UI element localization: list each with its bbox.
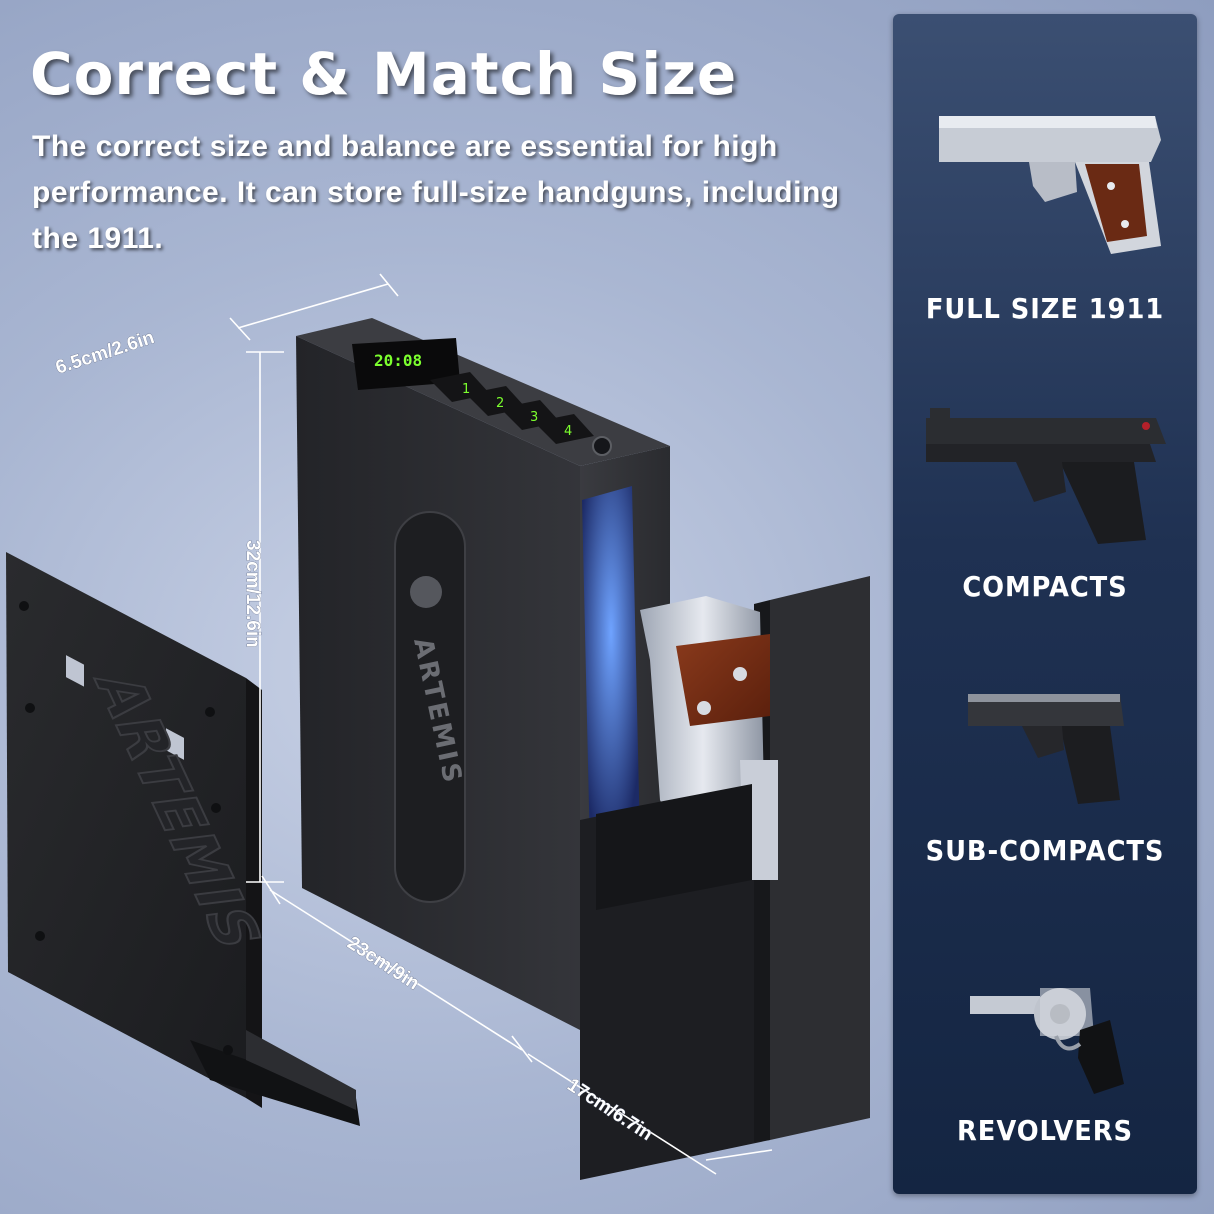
category-label-revolvers: REVOLVERS bbox=[957, 1114, 1133, 1147]
svg-text:3: 3 bbox=[530, 410, 538, 425]
svg-text:1: 1 bbox=[462, 382, 470, 397]
revolver-icon bbox=[970, 988, 1124, 1094]
page-title: Correct & Match Size bbox=[30, 40, 738, 108]
width-dimension: 6.5cm/2.6in bbox=[53, 327, 157, 379]
key-lock-icon[interactable] bbox=[592, 436, 612, 456]
display-time: 20:08 bbox=[374, 351, 422, 370]
dimension-lines bbox=[229, 273, 773, 1175]
brand-emblem-icon bbox=[410, 576, 442, 608]
category-compacts bbox=[893, 404, 1197, 550]
category-sub-compacts bbox=[893, 684, 1197, 808]
compatibility-panel: FULL SIZE 1911 COMPACTS SUB-COMPACTS bbox=[893, 14, 1197, 1194]
category-full-size bbox=[893, 106, 1197, 262]
open-drawer bbox=[580, 486, 870, 1180]
category-revolvers bbox=[893, 974, 1197, 1098]
height-dimension: 32cm/12.6in bbox=[242, 540, 263, 648]
lcd-display: 20:08 bbox=[352, 338, 460, 390]
category-label-compacts: COMPACTS bbox=[962, 570, 1128, 603]
category-label-full-size: FULL SIZE 1911 bbox=[925, 292, 1165, 325]
svg-text:2: 2 bbox=[496, 396, 504, 411]
keypad-key-4[interactable]: 4 bbox=[534, 414, 594, 444]
compact-pistol-icon bbox=[926, 408, 1166, 544]
sub-compact-pistol-icon bbox=[968, 694, 1124, 804]
product-illustration: ARTEMIS ARTEMIS 20:08 1 2 3 4 bbox=[6, 273, 870, 1180]
wall-mount-plate: ARTEMIS bbox=[6, 552, 360, 1126]
keypad[interactable]: 1 2 3 4 bbox=[430, 372, 612, 456]
page-subtitle: The correct size and balance are essenti… bbox=[32, 130, 840, 255]
full-size-pistol-icon bbox=[939, 116, 1161, 254]
category-label-sub-compacts: SUB-COMPACTS bbox=[925, 834, 1165, 867]
svg-text:4: 4 bbox=[564, 424, 572, 439]
